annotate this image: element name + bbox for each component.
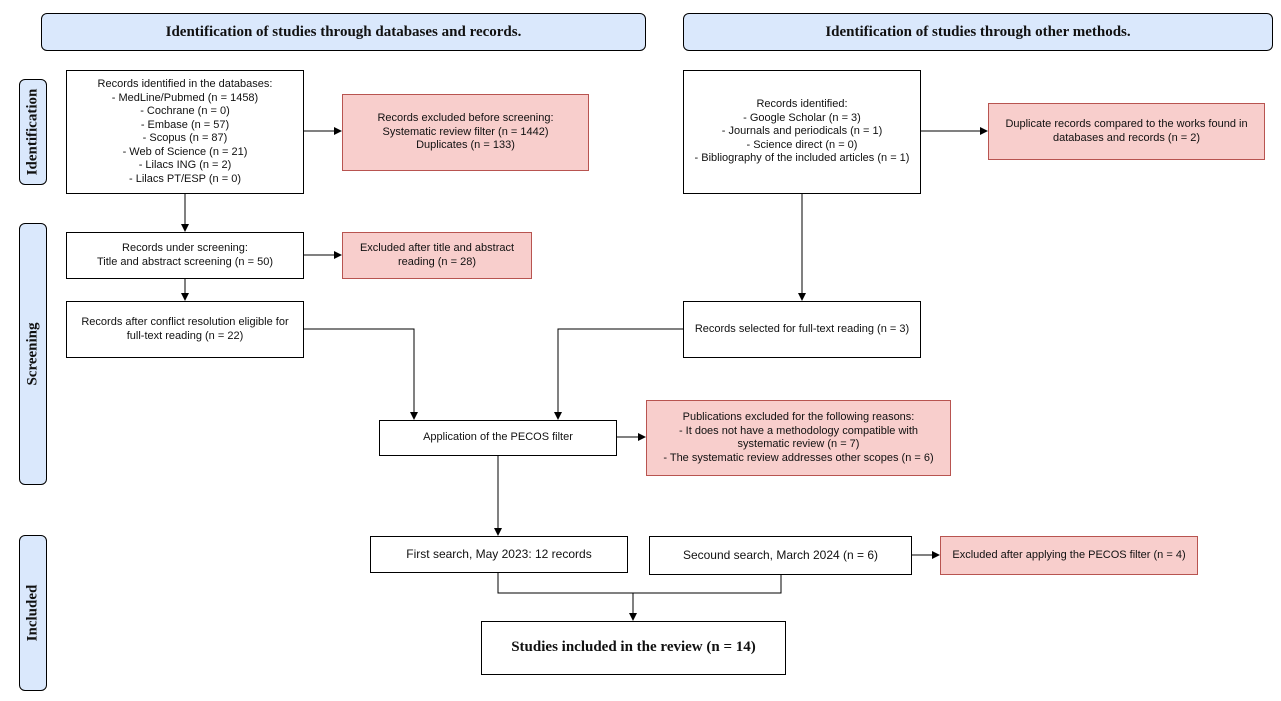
phase-identification: Identification — [19, 79, 47, 185]
arrow-selected-to-pecos — [554, 328, 683, 420]
text-line: - Science direct (n = 0) — [746, 138, 858, 151]
header-databases: Identification of studies through databa… — [41, 13, 646, 51]
text-line: systematic review (n = 7) — [737, 438, 860, 450]
text-line: Duplicates (n = 133) — [416, 139, 515, 152]
box-records-under-screening: Records under screening: Title and abstr… — [66, 232, 304, 279]
phase-included-label: Included — [24, 584, 41, 642]
text-line: Title and abstract screening (n = 50) — [97, 255, 273, 268]
text-line: - Scopus (n = 87) — [142, 132, 228, 144]
text-line: - Bibliography of the included articles … — [694, 152, 910, 165]
header-other-methods: Identification of studies through other … — [683, 13, 1273, 51]
box-second-search: Secound search, March 2024 (n = 6) — [649, 536, 912, 575]
text-line: Records identified in the databases: — [97, 78, 273, 90]
text-line: Records selected for full-text reading (… — [694, 322, 910, 335]
box-records-databases: Records identified in the databases: - M… — [66, 70, 304, 194]
box-records-other-methods: Records identified: - Google Scholar (n … — [683, 70, 921, 194]
text-line: reading (n = 28) — [398, 255, 476, 268]
phase-identification-label: Identification — [24, 88, 41, 176]
box-excluded-pecos: Excluded after applying the PECOS filter… — [940, 536, 1198, 575]
arrow-conflict-to-pecos — [304, 328, 418, 420]
box-studies-included: Studies included in the review (n = 14) — [481, 621, 786, 675]
text-line: - Google Scholar (n = 3) — [743, 111, 861, 124]
text-line: Duplicate records compared to the works … — [1005, 118, 1248, 130]
box-conflict-resolution: Records after conflict resolution eligib… — [66, 301, 304, 358]
text-line: - Lilacs PT/ESP (n = 0) — [129, 172, 241, 185]
join-searches — [497, 572, 782, 594]
box-excluded-before-screening: Records excluded before screening: Syste… — [342, 94, 589, 171]
text-line: Studies included in the review (n = 14) — [511, 639, 756, 656]
text-line: - Journals and periodicals (n = 1) — [721, 125, 883, 138]
phase-screening: Screening — [19, 223, 47, 485]
text-line: - Lilacs ING (n = 2) — [138, 159, 232, 171]
text-line: Records after conflict resolution eligib… — [81, 316, 289, 328]
text-line: - It does not have a methodology compati… — [678, 424, 919, 437]
text-line: Publications excluded for the following … — [682, 411, 915, 423]
box-publications-excluded: Publications excluded for the following … — [646, 400, 951, 476]
text-line: - The systematic review addresses other … — [663, 451, 934, 464]
box-selected-fulltext: Records selected for full-text reading (… — [683, 301, 921, 358]
text-line: Systematic review filter (n = 1442) — [382, 125, 549, 138]
text-line: Records identified: — [756, 98, 848, 111]
text-line: Records excluded before screening: — [377, 112, 554, 125]
text-line: First search, May 2023: 12 records — [406, 546, 592, 561]
box-pecos-filter: Application of the PECOS filter — [379, 420, 617, 456]
text-line: Excluded after applying the PECOS filter… — [952, 548, 1186, 561]
text-line: Secound search, March 2024 (n = 6) — [682, 547, 879, 562]
text-line: - Web of Science (n = 21) — [122, 145, 248, 158]
text-line: - Cochrane (n = 0) — [140, 105, 230, 117]
text-line: Excluded after title and abstract — [359, 242, 515, 254]
header-databases-text: Identification of studies through databa… — [165, 23, 522, 40]
phase-screening-label: Screening — [24, 322, 41, 386]
header-other-methods-text: Identification of studies through other … — [825, 23, 1131, 40]
text-line: - MedLine/Pubmed (n = 1458) — [111, 91, 259, 104]
box-first-search: First search, May 2023: 12 records — [370, 536, 628, 573]
text-line: - Embase (n = 57) — [140, 118, 230, 131]
text-line: databases and records (n = 2) — [1052, 131, 1201, 144]
phase-included: Included — [19, 535, 47, 691]
box-excluded-title-abstract: Excluded after title and abstract readin… — [342, 232, 532, 279]
text-line: Application of the PECOS filter — [423, 431, 573, 444]
text-line: full-text reading (n = 22) — [126, 329, 244, 342]
box-duplicate-records: Duplicate records compared to the works … — [988, 103, 1265, 160]
text-line: Records under screening: — [122, 242, 248, 254]
